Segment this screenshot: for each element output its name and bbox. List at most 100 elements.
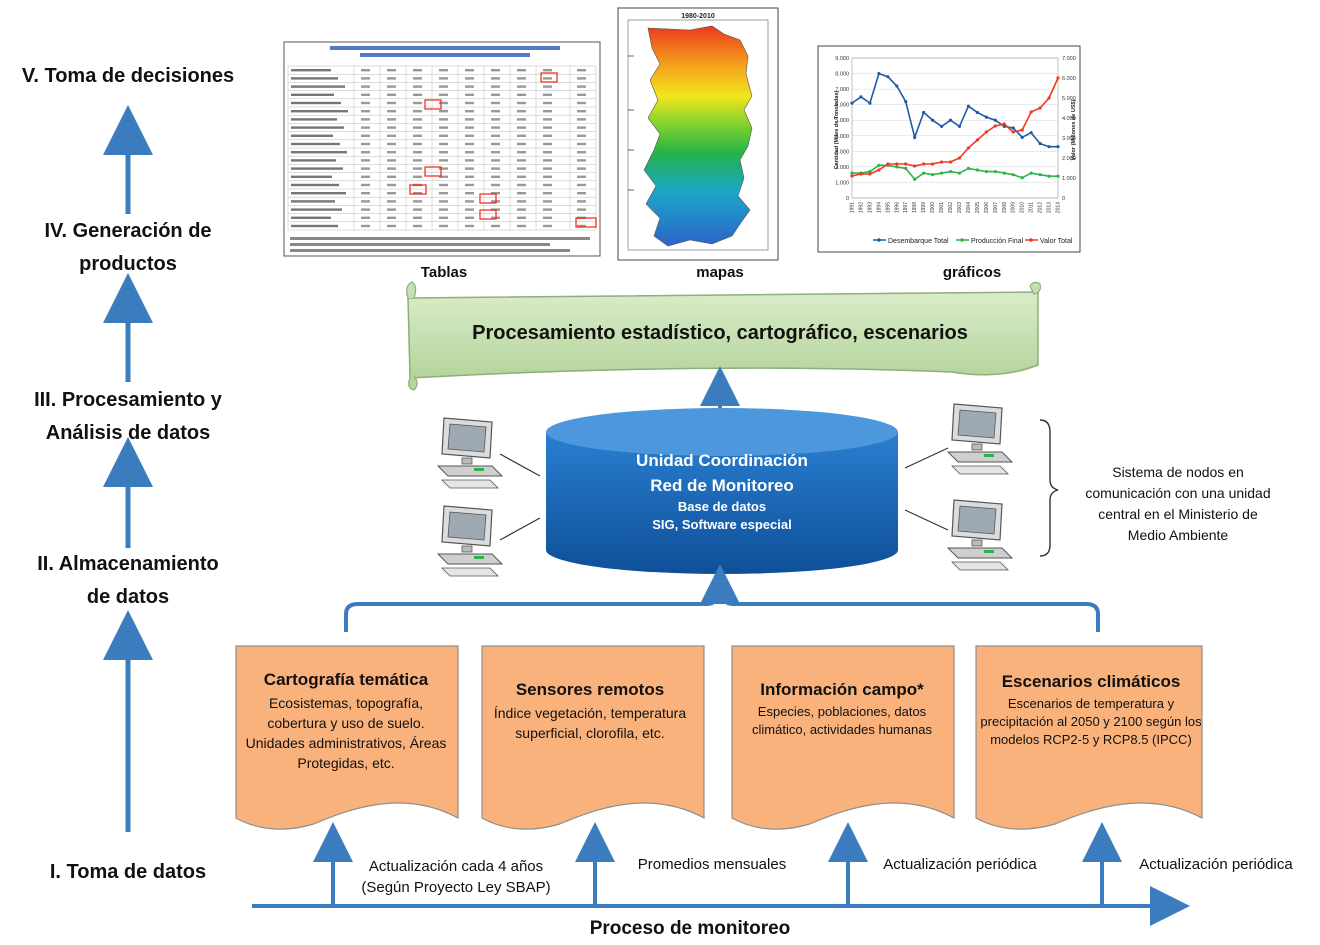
series-point	[1011, 126, 1015, 130]
series-point	[1047, 174, 1051, 178]
x-tick-label: 2011	[1029, 202, 1035, 213]
series-point	[1029, 171, 1033, 175]
series-point	[939, 124, 944, 129]
series-point	[984, 115, 988, 119]
source-title: Sensores remotos	[515, 680, 665, 699]
left-tick-label: 9.000	[835, 56, 849, 62]
x-tick-label: 1992	[858, 202, 864, 213]
computer-icon	[946, 403, 1014, 475]
map-header: 1980-2010	[681, 13, 715, 20]
series-point	[868, 172, 872, 176]
level-5-label: V. Toma de decisiones	[21, 65, 235, 87]
series-point	[1038, 106, 1042, 110]
source-desc: Especies, poblaciones, datos climático, …	[752, 704, 932, 737]
source-arrows	[252, 822, 1190, 926]
right-tick-label: 3.000	[1062, 136, 1076, 142]
series-point	[975, 168, 979, 172]
chart-right-axis-label: Valor (Millones de US$)	[1071, 99, 1077, 160]
source-campo: Información campo* Especies, poblaciones…	[736, 680, 948, 739]
level-1-label: I. Toma de datos	[49, 861, 207, 883]
computer-icon	[946, 499, 1014, 571]
left-tick-label: 1.000	[835, 180, 849, 186]
x-tick-label: 2004	[966, 202, 972, 213]
x-tick-label: 2014	[1056, 202, 1062, 213]
series-point	[913, 177, 917, 181]
series-point	[1011, 130, 1015, 134]
freq-1: Actualización cada 4 años (Según Proyect…	[361, 858, 551, 896]
side-bracket	[1039, 419, 1059, 557]
source-escenarios: Escenarios climáticos Escenarios de temp…	[980, 672, 1202, 749]
x-tick-label: 2006	[984, 202, 990, 213]
series-point	[1047, 96, 1051, 100]
source-document-shape	[235, 645, 459, 830]
series-point	[1020, 176, 1024, 180]
series-point	[1056, 174, 1060, 178]
series-point	[939, 160, 944, 164]
series-point	[868, 101, 872, 105]
central-unit-text: Unidad Coordinación Red de Monitoreo Bas…	[548, 448, 896, 534]
series-point	[922, 171, 926, 175]
x-tick-label: 1993	[867, 202, 873, 213]
x-tick-label: 2010	[1020, 202, 1026, 213]
central-database-cylinder	[546, 408, 898, 574]
computer-icon	[436, 505, 504, 577]
series-point	[948, 169, 953, 174]
source-title: Información campo*	[760, 680, 924, 699]
series-point	[877, 163, 881, 167]
series-point	[850, 171, 854, 175]
x-tick-label: 2000	[930, 202, 936, 213]
caption-graficos: gráficos	[942, 264, 1002, 281]
series-point	[895, 84, 899, 88]
series-point	[922, 110, 926, 115]
x-tick-label: 2001	[939, 202, 945, 213]
x-tick-label: 1996	[894, 202, 900, 213]
series-point	[859, 95, 863, 99]
x-tick-label: 2008	[1002, 202, 1008, 213]
series-point	[877, 168, 881, 172]
source-desc: Escenarios de temperatura y precipitació…	[980, 696, 1202, 747]
series-point	[904, 166, 908, 171]
left-tick-label: 5.000	[835, 118, 849, 124]
x-tick-label: 1997	[903, 202, 909, 213]
left-tick-label: 8.000	[835, 72, 849, 78]
series-point	[1002, 171, 1006, 175]
link-top-left	[499, 453, 541, 477]
x-tick-label: 1999	[921, 202, 927, 213]
series-point	[957, 171, 962, 175]
left-tick-label: 7.000	[835, 87, 849, 93]
right-tick-label: 5.000	[1062, 96, 1076, 102]
series-point	[948, 118, 953, 122]
series-point	[1047, 145, 1051, 149]
series-point	[957, 156, 962, 160]
series-point	[1002, 122, 1006, 126]
table-thumbnail	[283, 41, 601, 257]
series-point	[993, 124, 997, 128]
nodes-side-note: Sistema de nodos en comunicación con una…	[1085, 464, 1271, 543]
legend-produccion: Producción Final	[971, 238, 1024, 245]
series-point	[886, 75, 890, 79]
central-title-2: Red de Monitoreo	[650, 476, 794, 495]
right-tick-label: 6.000	[1062, 76, 1076, 82]
left-tick-label: 6.000	[835, 103, 849, 109]
series-point	[1038, 141, 1042, 146]
freq-2: Promedios mensuales	[637, 856, 787, 873]
map-thumbnail: 1980-2010	[617, 7, 779, 261]
central-sub-1: Base de datos	[677, 499, 767, 514]
series-point	[966, 146, 971, 150]
x-tick-label: 1998	[912, 202, 918, 213]
right-tick-label: 1.000	[1062, 176, 1076, 182]
series-point	[993, 118, 997, 122]
left-tick-label: 3.000	[835, 149, 849, 155]
right-tick-label: 7.000	[1062, 56, 1076, 62]
series-point	[1056, 145, 1060, 149]
line-chart-thumbnail: 01.0002.0003.0004.0005.0006.0007.0008.00…	[817, 45, 1081, 253]
series-line	[851, 77, 1059, 177]
series-point	[895, 165, 899, 169]
legend-desembarque: Desembarque Total	[888, 238, 949, 245]
series-point	[966, 166, 971, 171]
x-tick-label: 1991	[850, 202, 856, 213]
series-point	[1038, 173, 1042, 177]
x-tick-label: 1994	[876, 202, 882, 213]
